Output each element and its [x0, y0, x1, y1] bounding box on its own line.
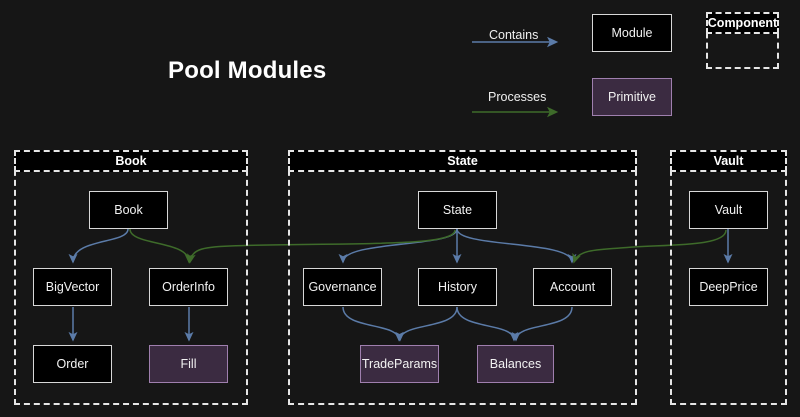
- node-governance[interactable]: Governance: [303, 268, 382, 306]
- node-orderinfo[interactable]: OrderInfo: [149, 268, 228, 306]
- legend-processes-label: Processes: [488, 90, 547, 104]
- node-fill[interactable]: Fill: [149, 345, 228, 383]
- legend-contains-arrow: [472, 36, 559, 48]
- legend-primitive-box: Primitive: [592, 78, 672, 116]
- node-bigvector[interactable]: BigVector: [33, 268, 112, 306]
- legend-component-label: Component: [706, 12, 779, 34]
- group-state-label: State: [288, 150, 637, 172]
- page-title: Pool Modules: [168, 57, 327, 84]
- node-state[interactable]: State: [418, 191, 497, 229]
- legend-contains-label: Contains: [489, 28, 539, 42]
- node-tradeparams[interactable]: TradeParams: [360, 345, 439, 383]
- node-balances[interactable]: Balances: [477, 345, 554, 383]
- group-book-label: Book: [14, 150, 248, 172]
- group-vault-label: Vault: [670, 150, 787, 172]
- node-book[interactable]: Book: [89, 191, 168, 229]
- node-deepprice[interactable]: DeepPrice: [689, 268, 768, 306]
- node-history[interactable]: History: [418, 268, 497, 306]
- legend-processes-arrow: [472, 106, 559, 118]
- legend-module-box: Module: [592, 14, 672, 52]
- node-account[interactable]: Account: [533, 268, 612, 306]
- node-order[interactable]: Order: [33, 345, 112, 383]
- node-vault[interactable]: Vault: [689, 191, 768, 229]
